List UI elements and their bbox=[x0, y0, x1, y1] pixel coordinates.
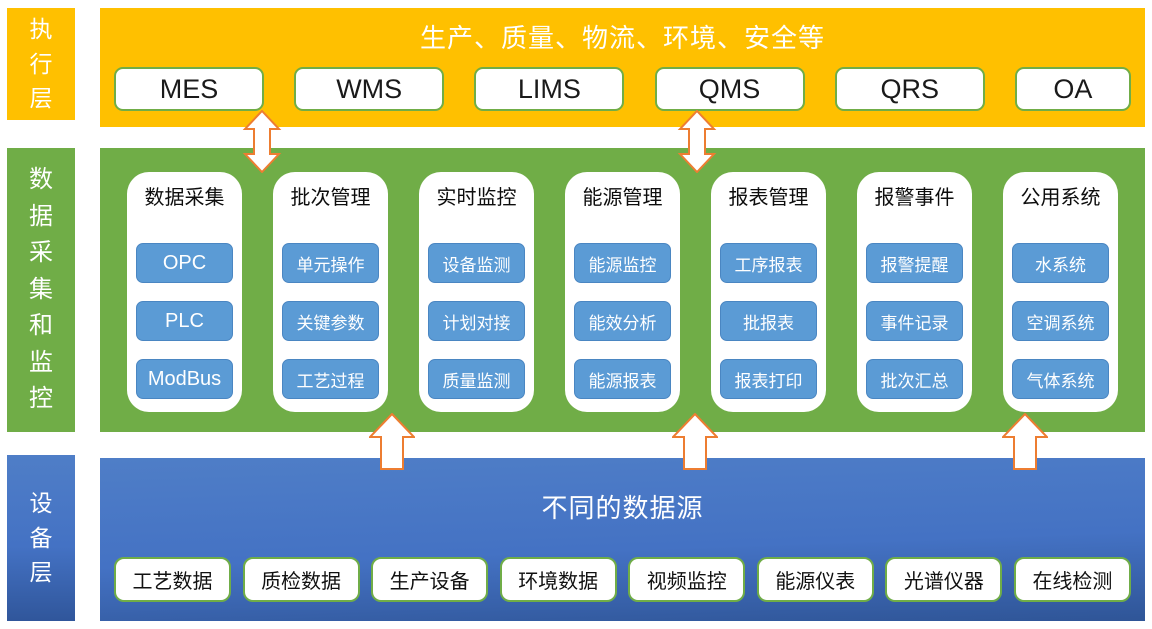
chip-item: 事件记录 bbox=[866, 301, 963, 341]
system-box-wms: WMS bbox=[294, 67, 445, 111]
data-sources-row: 工艺数据 质检数据 生产设备 环境数据 视频监控 能源仪表 光谱仪器 在线检测 bbox=[114, 557, 1131, 602]
group-title: 公用系统 bbox=[1020, 187, 1101, 209]
group-card-data-collection: 数据采集 OPC PLC ModBus bbox=[127, 172, 242, 412]
system-box-oa: OA bbox=[1014, 67, 1131, 111]
source-box-process-data: 工艺数据 bbox=[114, 557, 231, 602]
up-arrow-left bbox=[369, 413, 415, 470]
group-card-report-management: 报表管理 工序报表 批报表 报表打印 bbox=[711, 172, 826, 412]
system-box-qrs: QRS bbox=[834, 67, 985, 111]
device-panel-title: 不同的数据源 bbox=[541, 493, 704, 523]
chip-item: 工序报表 bbox=[720, 243, 817, 283]
group-card-energy-management: 能源管理 能源监控 能效分析 能源报表 bbox=[565, 172, 680, 412]
chip-item: 报表打印 bbox=[720, 359, 817, 399]
bidirectional-arrow-left bbox=[242, 110, 282, 173]
group-title: 报警事件 bbox=[874, 187, 955, 209]
monitoring-layer-label: 数据采集和监控 bbox=[29, 166, 53, 413]
monitoring-panel: 数据采集 OPC PLC ModBus 批次管理 单元操作 关键参数 工艺过程 … bbox=[100, 148, 1145, 432]
up-arrow-middle bbox=[672, 413, 718, 470]
chip-item: 批报表 bbox=[720, 301, 817, 341]
group-title: 批次管理 bbox=[290, 187, 371, 209]
group-card-row: 数据采集 OPC PLC ModBus 批次管理 单元操作 关键参数 工艺过程 … bbox=[127, 172, 1118, 412]
chip-item: 报警提醒 bbox=[866, 243, 963, 283]
group-title: 数据采集 bbox=[144, 187, 225, 209]
execution-layer-label: 执行层 bbox=[29, 16, 53, 112]
chip-item: 质量监测 bbox=[428, 359, 525, 399]
system-box-qms: QMS bbox=[654, 67, 805, 111]
chip-item: 气体系统 bbox=[1012, 359, 1109, 399]
sidebar-device-layer: 设备层 bbox=[7, 455, 75, 621]
chip-item: 能源监控 bbox=[574, 243, 671, 283]
bidirectional-arrow-right bbox=[677, 110, 717, 173]
chip-item: PLC bbox=[136, 301, 233, 341]
source-box-energy-meters: 能源仪表 bbox=[756, 557, 874, 602]
group-title: 报表管理 bbox=[728, 187, 809, 209]
group-card-realtime-monitoring: 实时监控 设备监测 计划对接 质量监测 bbox=[419, 172, 534, 412]
group-title: 实时监控 bbox=[436, 187, 517, 209]
chip-item: ModBus bbox=[136, 359, 233, 399]
system-box-mes: MES bbox=[114, 67, 264, 111]
up-arrow-right bbox=[1002, 413, 1048, 470]
chip-item: 能源报表 bbox=[574, 359, 671, 399]
device-layer-label: 设备层 bbox=[29, 490, 53, 586]
chip-item: 批次汇总 bbox=[866, 359, 963, 399]
source-box-spectrometers: 光谱仪器 bbox=[885, 557, 1003, 602]
chip-item: 工艺过程 bbox=[282, 359, 379, 399]
chip-item: 单元操作 bbox=[282, 243, 379, 283]
source-box-video-monitoring: 视频监控 bbox=[628, 557, 746, 602]
chip-item: 空调系统 bbox=[1012, 301, 1109, 341]
sidebar-monitoring-layer: 数据采集和监控 bbox=[7, 148, 75, 432]
group-title: 能源管理 bbox=[582, 187, 663, 209]
chip-item: 能效分析 bbox=[574, 301, 671, 341]
sidebar-execution-layer: 执行层 bbox=[7, 8, 75, 120]
source-box-production-equip: 生产设备 bbox=[371, 557, 489, 602]
source-box-quality-data: 质检数据 bbox=[242, 557, 360, 602]
group-card-alarm-events: 报警事件 报警提醒 事件记录 批次汇总 bbox=[857, 172, 972, 412]
chip-item: 设备监测 bbox=[428, 243, 525, 283]
system-box-lims: LIMS bbox=[474, 67, 625, 111]
group-card-utility-systems: 公用系统 水系统 空调系统 气体系统 bbox=[1003, 172, 1118, 412]
chip-item: OPC bbox=[136, 243, 233, 283]
chip-item: 关键参数 bbox=[282, 301, 379, 341]
source-box-online-inspection: 在线检测 bbox=[1013, 557, 1131, 602]
chip-item: 计划对接 bbox=[428, 301, 525, 341]
execution-panel-title: 生产、质量、物流、环境、安全等 bbox=[419, 23, 825, 53]
chip-item: 水系统 bbox=[1012, 243, 1109, 283]
execution-panel: 生产、质量、物流、环境、安全等 MES WMS LIMS QMS QRS OA bbox=[100, 8, 1145, 127]
device-panel: 不同的数据源 工艺数据 质检数据 生产设备 环境数据 视频监控 能源仪表 光谱仪… bbox=[100, 458, 1145, 621]
systems-row: MES WMS LIMS QMS QRS OA bbox=[114, 67, 1131, 111]
source-box-environment-data: 环境数据 bbox=[499, 557, 617, 602]
group-card-batch-management: 批次管理 单元操作 关键参数 工艺过程 bbox=[273, 172, 388, 412]
